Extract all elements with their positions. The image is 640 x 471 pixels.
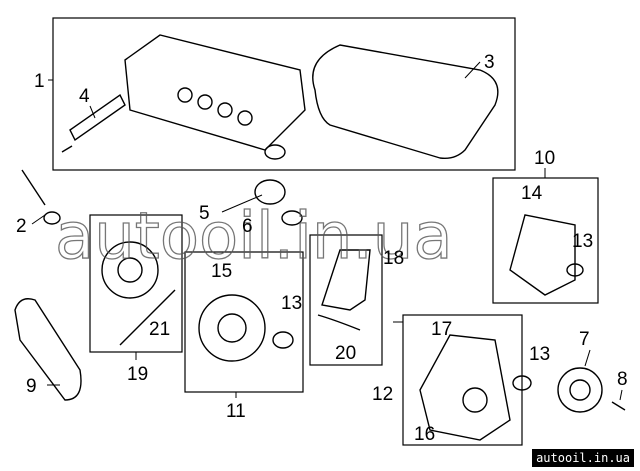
water-pump xyxy=(198,294,294,362)
callout-5: 5 xyxy=(199,203,210,224)
callout-4: 4 xyxy=(79,86,90,107)
timing-belt xyxy=(14,298,82,401)
callout-13c: 13 xyxy=(529,344,550,365)
callout-3: 3 xyxy=(484,52,495,73)
sensor-part-4 xyxy=(61,93,126,153)
callout-2: 2 xyxy=(16,216,27,237)
group-box-18 xyxy=(309,234,383,366)
timing-cover-rear xyxy=(509,214,584,296)
callout-21: 21 xyxy=(149,319,170,340)
callout-11: 11 xyxy=(226,401,246,422)
crankshaft-pulley xyxy=(557,367,626,413)
callout-16: 16 xyxy=(414,424,435,445)
callout-labels: 1 2 3 4 5 6 7 8 9 10 11 12 13 13 13 14 1… xyxy=(16,52,628,445)
watermark: autooil.in.ua xyxy=(55,200,453,274)
timing-cover-upper xyxy=(317,249,371,331)
leader-lines xyxy=(31,61,623,401)
callout-9: 9 xyxy=(26,376,37,397)
group-box-12 xyxy=(402,314,523,446)
oil-filler-cap xyxy=(254,179,303,226)
callout-7: 7 xyxy=(579,329,590,350)
callout-12: 12 xyxy=(372,384,393,405)
callout-10: 10 xyxy=(534,148,555,169)
callout-20: 20 xyxy=(335,343,356,364)
callout-15: 15 xyxy=(211,261,232,282)
callout-14: 14 xyxy=(521,183,543,204)
water-pump-cover xyxy=(101,241,176,346)
group-box-11 xyxy=(184,251,304,393)
callout-1: 1 xyxy=(34,71,45,92)
callout-13a: 13 xyxy=(572,231,593,252)
valve-cover-gasket xyxy=(312,44,499,160)
callout-17: 17 xyxy=(431,319,452,340)
callout-6: 6 xyxy=(242,216,253,237)
valve-cover xyxy=(124,34,306,160)
callout-18: 18 xyxy=(383,248,404,269)
callout-19: 19 xyxy=(127,364,148,385)
callout-8: 8 xyxy=(617,369,628,390)
sensor-part-2 xyxy=(21,169,61,225)
valve-cover-group-box xyxy=(52,17,516,171)
callout-13b: 13 xyxy=(281,293,302,314)
site-badge: autooil.in.ua xyxy=(532,449,634,467)
timing-cover-lower xyxy=(419,334,532,441)
